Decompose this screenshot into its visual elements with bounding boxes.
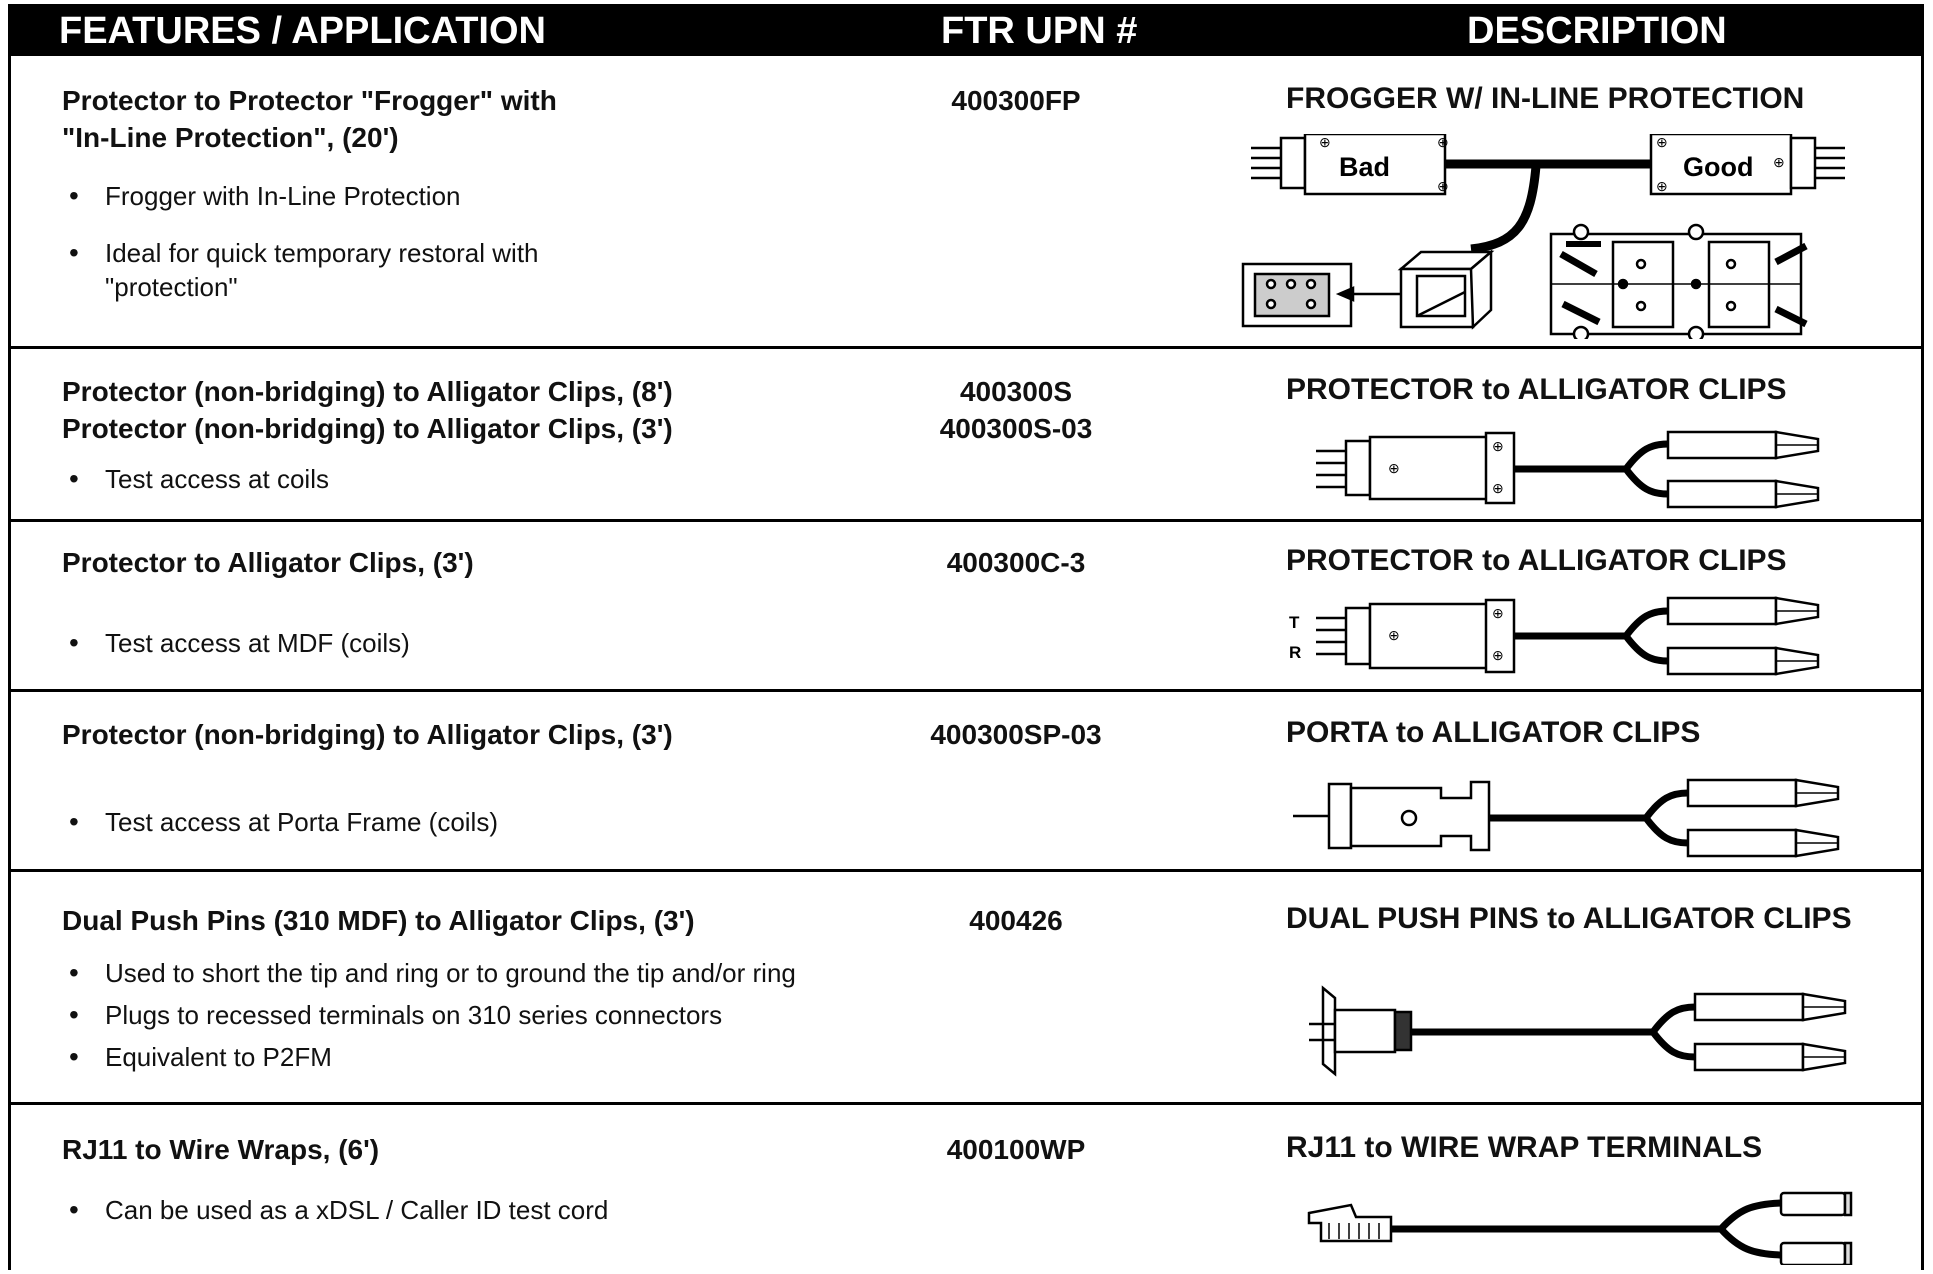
- upn-number: 400300S 400300S-03: [939, 376, 1093, 444]
- bullet-item: Test access at MDF (coils): [69, 626, 410, 660]
- porta-illustration: [1293, 778, 1840, 858]
- product-description: DUAL PUSH PINS to ALLIGATOR CLIPS: [1286, 902, 1852, 935]
- protector-alligator-illustration: ⊕ ⊕ ⊕: [1316, 430, 1820, 509]
- row-title: Dual Push Pins (310 MDF) to Alligator Cl…: [62, 905, 695, 936]
- dual-push-pins-illustration: [1309, 985, 1847, 1077]
- ring-label: R: [1289, 643, 1301, 662]
- bullet-item: Can be used as a xDSL / Caller ID test c…: [69, 1193, 608, 1227]
- upn-number: 400300FP: [951, 85, 1081, 116]
- bullet-list: Can be used as a xDSL / Caller ID test c…: [69, 1193, 608, 1227]
- frogger-illustration: ⊕ ⊕ ⊕ ⊕ ⊕ ⊕ Bad Good: [1241, 134, 1845, 339]
- product-description: PROTECTOR to ALLIGATOR CLIPS: [1286, 544, 1787, 577]
- screw-icon: ⊕: [1492, 480, 1504, 496]
- bullet-item: Test access at coils: [69, 462, 329, 496]
- screw-icon: ⊕: [1319, 134, 1331, 150]
- tip-label: T: [1289, 613, 1300, 632]
- bullet-list: Frogger with In-Line Protection Ideal fo…: [69, 179, 539, 304]
- protector-tr-illustration: T R ⊕ ⊕ ⊕: [1289, 596, 1820, 676]
- upn-number: 400100WP: [946, 1134, 1086, 1165]
- row-title: Protector (non-bridging) to Alligator Cl…: [62, 719, 673, 750]
- product-description: RJ11 to WIRE WRAP TERMINALS: [1286, 1131, 1763, 1164]
- product-table: FEATURES / APPLICATION FTR UPN # DESCRIP…: [8, 4, 1924, 1270]
- upn-number: 400426: [969, 905, 1063, 936]
- screw-icon: ⊕: [1437, 134, 1449, 150]
- row-title: Protector to Alligator Clips, (3'): [62, 547, 474, 578]
- good-label: Good: [1683, 152, 1753, 182]
- bullet-list: Test access at coils: [69, 462, 329, 496]
- row-title: Protector (non-bridging) to Alligator Cl…: [62, 376, 673, 444]
- bullet-item: Equivalent to P2FM: [69, 1036, 796, 1078]
- table-row: Protector to Alligator Clips, (3') Test …: [11, 522, 1921, 692]
- screw-icon: ⊕: [1773, 154, 1785, 170]
- bullet-item: Plugs to recessed terminals on 310 serie…: [69, 994, 796, 1036]
- table-header: FEATURES / APPLICATION FTR UPN # DESCRIP…: [11, 4, 1921, 56]
- screw-icon: ⊕: [1492, 647, 1504, 663]
- bullet-item: Test access at Porta Frame (coils): [69, 805, 498, 839]
- table-row: RJ11 to Wire Wraps, (6') Can be used as …: [11, 1105, 1921, 1270]
- product-description: PROTECTOR to ALLIGATOR CLIPS: [1286, 373, 1787, 406]
- rj11-wire-wrap-illustration: [1307, 1191, 1853, 1265]
- upn-number: 400300C-3: [946, 547, 1086, 578]
- bullet-item: Frogger with In-Line Protection: [69, 179, 539, 213]
- table-row: Protector (non-bridging) to Alligator Cl…: [11, 349, 1921, 522]
- bullet-item: Ideal for quick temporary restoral with …: [69, 236, 539, 304]
- screw-icon: ⊕: [1492, 438, 1504, 454]
- header-description: DESCRIPTION: [1467, 10, 1727, 52]
- bullet-list: Test access at MDF (coils): [69, 626, 410, 660]
- table-row: Protector (non-bridging) to Alligator Cl…: [11, 692, 1921, 872]
- upn-number: 400300SP-03: [930, 719, 1102, 750]
- table-row: Protector to Protector "Frogger" with "I…: [11, 56, 1921, 349]
- bullet-list: Used to short the tip and ring or to gro…: [69, 952, 796, 1078]
- bullet-list: Test access at Porta Frame (coils): [69, 805, 498, 839]
- table-row: Dual Push Pins (310 MDF) to Alligator Cl…: [11, 872, 1921, 1105]
- screw-icon: ⊕: [1388, 460, 1400, 476]
- row-title: RJ11 to Wire Wraps, (6'): [62, 1134, 380, 1165]
- screw-icon: ⊕: [1656, 178, 1668, 194]
- bullet-item: Used to short the tip and ring or to gro…: [69, 952, 796, 994]
- product-description: PORTA to ALLIGATOR CLIPS: [1286, 716, 1701, 749]
- screw-icon: ⊕: [1388, 627, 1400, 643]
- screw-icon: ⊕: [1437, 178, 1449, 194]
- screw-icon: ⊕: [1656, 134, 1668, 150]
- header-features: FEATURES / APPLICATION: [59, 10, 546, 52]
- row-title: Protector to Protector "Frogger" with "I…: [62, 85, 557, 153]
- header-upn: FTR UPN #: [941, 10, 1138, 52]
- product-description: FROGGER W/ IN-LINE PROTECTION: [1286, 82, 1805, 115]
- screw-icon: ⊕: [1492, 605, 1504, 621]
- bad-label: Bad: [1339, 152, 1390, 182]
